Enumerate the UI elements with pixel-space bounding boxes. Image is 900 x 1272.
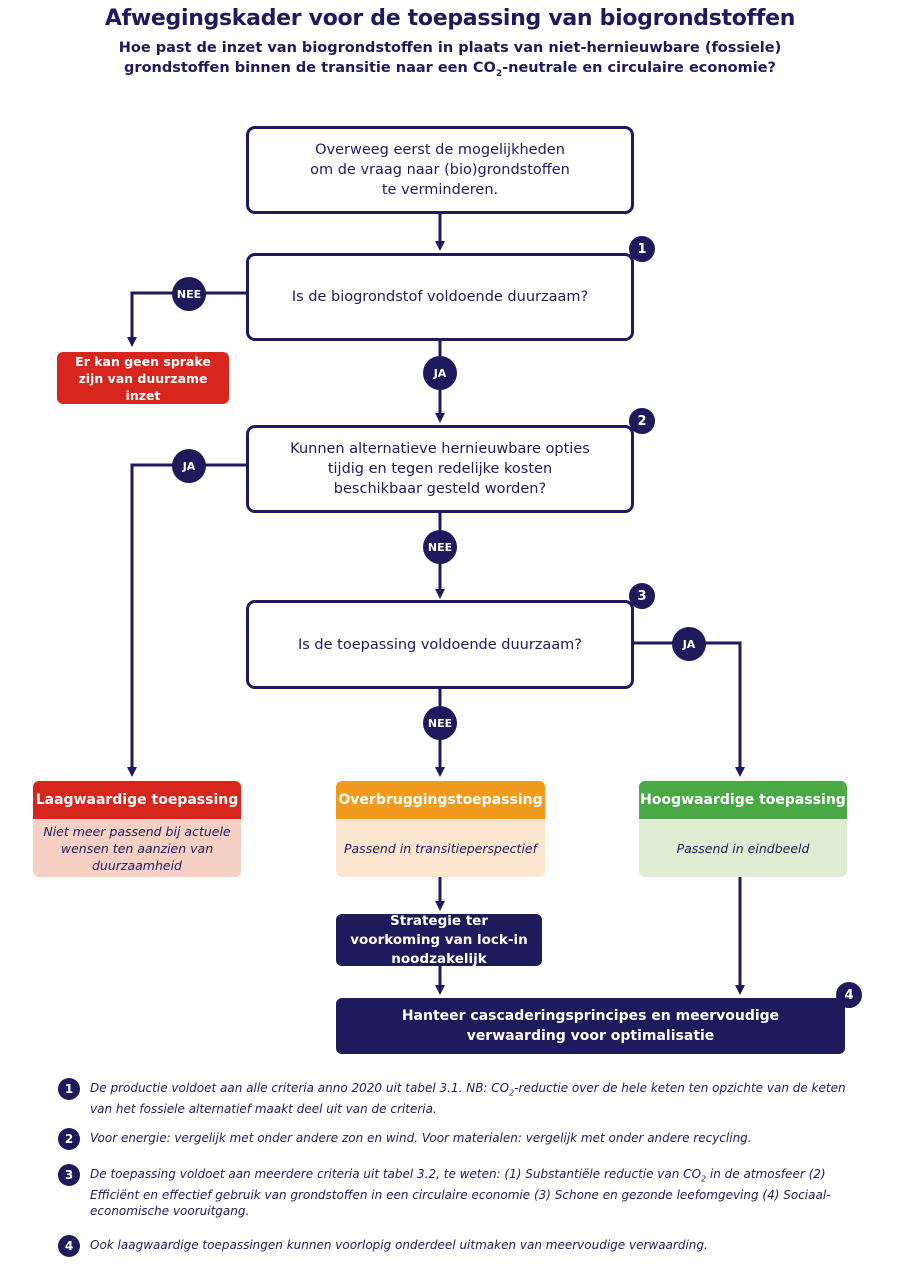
subtitle-line1: Hoe past de inzet van biogrondstoffen in… [118,40,782,56]
note-4-text: Ook laagwaardige toepassingen kunnen voo… [90,1238,708,1252]
page-subtitle: Hoe past de inzet van biogrondstoffen in… [0,38,900,84]
note-3-a: De toepassing voldoet aan meerdere crite… [90,1167,702,1181]
note-3-sub: 2 [701,1174,707,1184]
nee-label-q1: NEE [172,277,206,311]
cascade-box: Hanteer cascaderingsprincipes en meervou… [336,998,845,1054]
note-2: 2 Voor energie: vergelijk met onder ande… [58,1128,848,1150]
ja-label-q2: JA [172,449,206,483]
outcome-high: Hoogwaardige toepassing Passend in eindb… [639,781,847,877]
strategy-text: Strategie ter voorkoming van lock-in noo… [350,912,528,967]
note-1: 1 De productie voldoet aan alle criteria… [58,1078,848,1117]
note-2-text: Voor energie: vergelijk met onder andere… [90,1131,752,1145]
question-1-box: Is de biogrondstof voldoende duurzaam? [246,253,634,341]
question-1-text: Is de biogrondstof voldoende duurzaam? [291,289,589,305]
question-3-text: Is de toepassing voldoende duurzaam? [297,636,583,653]
arrow-q2-ja [127,463,246,777]
note-1-sub: 2 [509,1088,515,1098]
subtitle-line2a: grondstoffen binnen de transitie naar ee… [124,60,496,76]
outcome-low-head: Laagwaardige toepassing [33,781,241,819]
outcome-high-body: Passend in eindbeeld [639,819,847,877]
step-2-badge: 2 [627,406,657,436]
reject-box: Er kan geen sprake zijn van duurzame inz… [57,352,229,404]
nee-label-q2: NEE [423,530,457,564]
start-box: Overweeg eerst de mogelijkheden om de vr… [246,126,634,214]
step-1-badge: 1 [627,234,657,264]
page-title: Afwegingskader voor de toepassing van bi… [104,6,796,31]
outcome-low: Laagwaardige toepassing Niet meer passen… [33,781,241,877]
outcome-bridge-body: Passend in transitieperspectief [336,819,545,877]
strategy-box: Strategie ter voorkoming van lock-in noo… [336,912,542,967]
subtitle-sub: 2 [495,68,503,79]
start-text: Overweeg eerst de mogelijkheden om de vr… [310,142,570,198]
outcome-bridge-head: Overbruggingstoepassing [336,781,545,819]
note-3-badge: 3 [58,1164,80,1186]
cascade-text: Hanteer cascaderingsprincipes en meervou… [401,1008,780,1044]
outcome-bridge: Overbruggingstoepassing Passend in trans… [336,781,545,877]
note-1-text: De productie voldoet aan alle criteria a… [90,1080,848,1117]
nee-label-q3: NEE [423,706,457,740]
subtitle-line2b: -neutrale en circulaire economie? [502,60,776,76]
note-3-text: De toepassing voldoet aan meerdere crite… [90,1166,848,1219]
ja-label-q3: JA [672,627,706,661]
note-3-b: in de atmosfeer (2) Efficiënt en effecti… [90,1167,831,1219]
note-2-badge: 2 [58,1128,80,1150]
note-1-b: -reductie over de hele keten ten opzicht… [90,1081,846,1117]
note-1-badge: 1 [58,1078,80,1100]
arrow-q3-ja [632,641,745,777]
outcome-high-head: Hoogwaardige toepassing [639,781,847,819]
note-4: 4 Ook laagwaardige toepassingen kunnen v… [58,1235,848,1257]
note-1-a: De productie voldoet aan alle criteria a… [90,1081,510,1095]
question-2-box: Kunnen alternatieve hernieuwbare opties … [246,425,634,513]
note-4-badge: 4 [58,1235,80,1257]
note-3: 3 De toepassing voldoet aan meerdere cri… [58,1164,848,1219]
outcome-low-body: Niet meer passend bij actuele wensen ten… [33,819,241,877]
question-3-box: Is de toepassing voldoende duurzaam? [246,600,634,689]
question-2-text: Kunnen alternatieve hernieuwbare opties … [290,441,590,497]
ja-label-q1: JA [423,356,457,390]
arrow-q1-nee [127,291,246,347]
reject-text: Er kan geen sprake zijn van duurzame inz… [75,353,211,403]
